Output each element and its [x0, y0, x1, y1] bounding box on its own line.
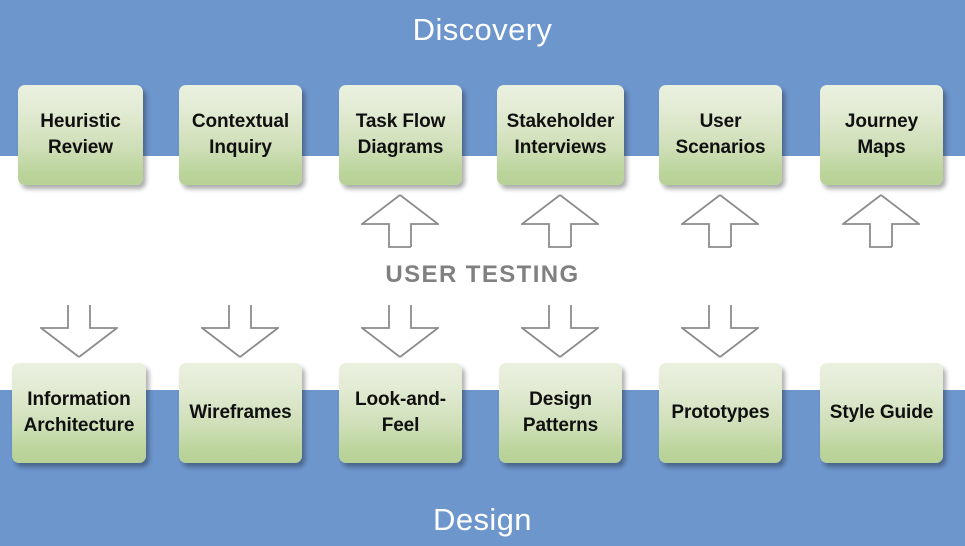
card-label: Look-and- Feel	[355, 389, 446, 436]
arrow-down-icon	[38, 304, 120, 363]
card-label: Style Guide	[829, 402, 934, 424]
card-label: Information Architecture	[23, 389, 135, 436]
arrow-up-icon	[679, 194, 761, 253]
card-label: Design Patterns	[522, 389, 599, 436]
card-label: Wireframes	[189, 402, 292, 424]
card-contextual-inquiry[interactable]: Contextual Inquiry	[179, 85, 302, 185]
card-label: Prototypes	[671, 402, 770, 424]
discovery-band	[0, 0, 965, 156]
card-information-architecture[interactable]: Information Architecture	[12, 363, 146, 463]
arrow-down-icon	[519, 304, 601, 363]
card-label: Journey Maps	[844, 111, 919, 158]
design-band-title: Design	[433, 502, 532, 537]
arrow-up-icon	[840, 194, 922, 253]
card-wireframes[interactable]: Wireframes	[179, 363, 302, 463]
arrow-up-icon	[359, 194, 441, 253]
card-label: User Scenarios	[675, 111, 766, 158]
arrow-down-icon	[679, 304, 761, 363]
card-journey-maps[interactable]: Journey Maps	[820, 85, 943, 185]
card-label: Stakeholder Interviews	[506, 111, 615, 158]
card-user-scenarios[interactable]: User Scenarios	[659, 85, 782, 185]
card-task-flow-diagrams[interactable]: Task Flow Diagrams	[339, 85, 462, 185]
arrow-up-icon	[519, 194, 601, 253]
user-testing-label: USER TESTING	[385, 261, 580, 288]
card-prototypes[interactable]: Prototypes	[659, 363, 782, 463]
arrow-down-icon	[199, 304, 281, 363]
card-design-patterns[interactable]: Design Patterns	[499, 363, 622, 463]
card-label: Task Flow Diagrams	[355, 111, 446, 158]
card-label: Contextual Inquiry	[191, 111, 290, 158]
card-style-guide[interactable]: Style Guide	[820, 363, 943, 463]
card-label: Heuristic Review	[40, 111, 121, 158]
card-heuristic-review[interactable]: Heuristic Review	[18, 85, 143, 185]
card-stakeholder-interviews[interactable]: Stakeholder Interviews	[497, 85, 624, 185]
discovery-band-title: Discovery	[412, 12, 553, 47]
design-band	[0, 390, 965, 546]
card-look-and-feel[interactable]: Look-and- Feel	[339, 363, 462, 463]
arrow-down-icon	[359, 304, 441, 363]
